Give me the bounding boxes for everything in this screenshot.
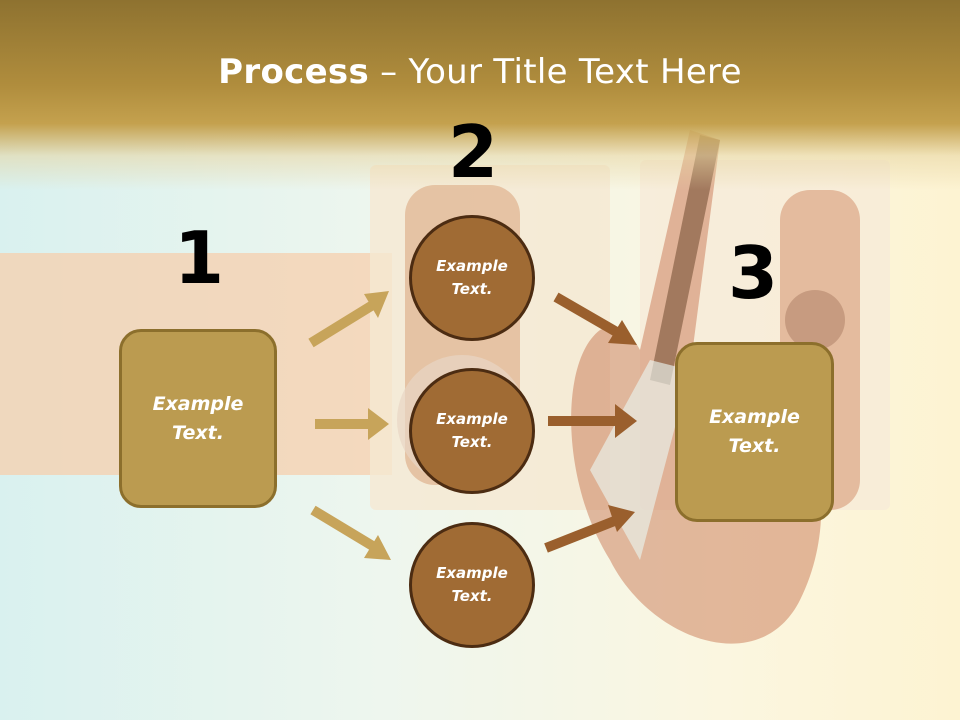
arrow-1-to-2-middle [315, 408, 389, 440]
arrow-1-to-2-top [308, 291, 389, 348]
circle-middle-label: Example Text. [436, 410, 508, 451]
title-bar [0, 0, 960, 190]
step-number-1: 1 [173, 216, 225, 300]
arrow-1-to-2-bottom [310, 505, 391, 560]
arrow-2-to-3-top [553, 292, 637, 345]
step-number-2: 2 [447, 110, 499, 194]
arrow-2-to-3-bottom [544, 505, 635, 553]
step-1-box[interactable]: Example Text. [119, 329, 277, 508]
title-rest: – Your Title Text Here [369, 52, 742, 92]
title-bold: Process [218, 52, 370, 92]
step-number-3: 3 [727, 231, 779, 315]
step-2-circle-middle[interactable]: Example Text. [409, 368, 535, 494]
step-2-circle-bottom[interactable]: Example Text. [409, 522, 535, 648]
step-3-box[interactable]: Example Text. [675, 342, 834, 522]
slide-title: Process – Your Title Text Here [0, 52, 960, 92]
step-1-label: Example Text. [152, 392, 244, 444]
step-2-circle-top[interactable]: Example Text. [409, 215, 535, 341]
circle-top-label: Example Text. [436, 257, 508, 298]
circle-bottom-label: Example Text. [436, 564, 508, 605]
arrow-2-to-3-middle [548, 404, 637, 438]
step-3-label: Example Text. [709, 406, 800, 457]
